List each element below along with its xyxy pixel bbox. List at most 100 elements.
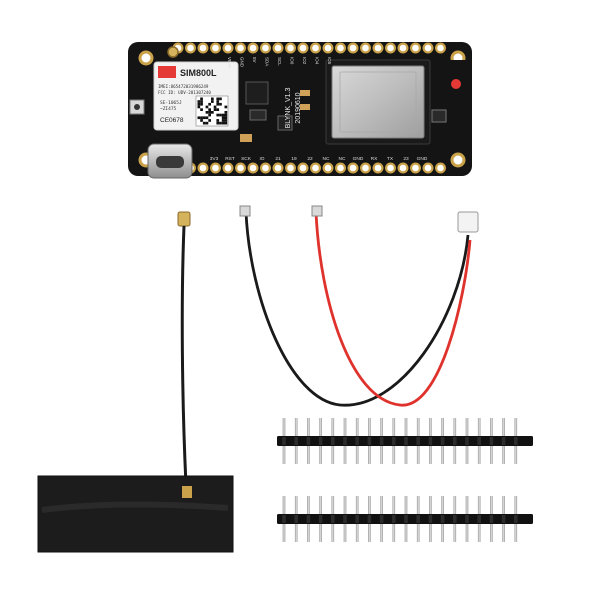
bottom-pin-pad xyxy=(247,162,259,174)
ce-mark: CE0678 xyxy=(160,117,184,124)
header-pin xyxy=(307,444,310,464)
header-pin xyxy=(392,522,396,542)
header-pin xyxy=(477,444,481,464)
antenna xyxy=(37,211,234,553)
top-pin-label: GND xyxy=(240,57,245,68)
bottom-pin-pad xyxy=(335,162,347,174)
sim-fcc: FCC ID: UDV-201307240 xyxy=(158,90,211,95)
top-pin-label: IO2 xyxy=(302,57,307,65)
smd-component xyxy=(300,104,310,110)
header-pin xyxy=(514,418,518,436)
bottom-pin-pad xyxy=(272,162,284,174)
qr-cell xyxy=(221,116,225,120)
header-pin xyxy=(380,522,383,542)
bottom-pin-pad xyxy=(435,162,447,174)
top-pin-pad xyxy=(235,42,247,54)
rf-shield xyxy=(331,65,425,139)
header-pin xyxy=(453,522,457,542)
black-wire xyxy=(244,211,470,407)
header-divider xyxy=(404,515,408,523)
bottom-pin-label: 3V3 xyxy=(210,156,219,162)
qr-cell xyxy=(208,113,211,117)
header-divider xyxy=(514,515,518,523)
bottom-pin-label: IO xyxy=(259,156,264,162)
header-pin xyxy=(319,418,322,436)
header-pin xyxy=(355,418,359,436)
qr-cell xyxy=(208,102,211,106)
mounting-hole xyxy=(450,152,466,168)
header-divider xyxy=(282,515,286,523)
antenna-cable xyxy=(180,225,188,486)
header-pin xyxy=(331,496,335,514)
bottom-pin-pad xyxy=(385,162,397,174)
qr-cell xyxy=(219,97,222,101)
header-pin xyxy=(429,522,432,542)
qr-cell xyxy=(208,119,211,122)
antenna-solder-point xyxy=(182,486,192,498)
qr-cell xyxy=(200,116,203,120)
sim-logo-icon xyxy=(158,66,176,78)
smd-component xyxy=(249,109,267,121)
header-divider xyxy=(477,515,481,523)
bottom-pin-pad xyxy=(310,162,322,174)
top-pin-pad xyxy=(385,42,397,54)
qr-cell xyxy=(224,105,228,109)
header-divider xyxy=(379,437,384,445)
bottom-pin-label: NC xyxy=(323,156,330,162)
header-pin xyxy=(429,444,432,464)
bottom-pin-pad xyxy=(372,162,384,174)
usb-c-opening xyxy=(156,156,184,168)
header-pin xyxy=(319,496,322,514)
bottom-pin-pad xyxy=(360,162,372,174)
header-divider xyxy=(331,437,335,445)
header-pin xyxy=(477,496,481,514)
wire-end-black xyxy=(239,205,251,217)
board-model: BLYNK_V1.3 xyxy=(285,88,292,129)
header-divider xyxy=(379,515,384,523)
header-divider xyxy=(392,515,396,523)
bottom-pin-label: SCK xyxy=(241,156,252,162)
qr-cell xyxy=(205,121,209,125)
header-pin xyxy=(307,496,310,514)
header-pin xyxy=(319,522,322,542)
header-pin xyxy=(514,522,518,542)
bottom-pin-pad xyxy=(422,162,434,174)
bottom-pin-label: GND xyxy=(353,156,364,162)
header-pin xyxy=(502,444,505,464)
bottom-pin-pad xyxy=(297,162,309,174)
ttgo-board: SIM800L IMEI:865472031986249 FCC ID: UDV… xyxy=(128,42,472,179)
sim-brand: SIM800L xyxy=(180,68,217,78)
bottom-pin-label: RX xyxy=(371,156,378,162)
header-pin xyxy=(282,522,286,542)
header-pin xyxy=(355,444,359,464)
header-pin xyxy=(404,522,408,542)
qr-cell xyxy=(211,100,214,103)
top-pin-pad xyxy=(322,42,334,54)
header-pin xyxy=(368,496,371,514)
header-divider xyxy=(282,437,286,445)
ipex-connector xyxy=(167,46,179,58)
qr-cell xyxy=(221,121,225,125)
qr-cell xyxy=(205,105,209,109)
qr-cell xyxy=(200,100,203,103)
header-divider xyxy=(416,437,420,445)
top-pin-pad xyxy=(397,42,409,54)
header-divider xyxy=(404,437,408,445)
qr-cell xyxy=(216,100,220,103)
qr-cell xyxy=(202,121,206,125)
jst-connector xyxy=(457,211,479,233)
status-led xyxy=(451,79,461,89)
header-pin xyxy=(477,418,481,436)
header-pin xyxy=(502,496,505,514)
header-pin xyxy=(465,444,469,464)
header-divider xyxy=(514,437,518,445)
bottom-pin-pad xyxy=(210,162,222,174)
top-pin-label: VBAT xyxy=(227,57,232,69)
bottom-pin-pad xyxy=(322,162,334,174)
top-pin-pad xyxy=(347,42,359,54)
bottom-pin-label: 22 xyxy=(307,156,313,162)
header-pin xyxy=(416,444,420,464)
top-pin-pad xyxy=(210,42,222,54)
qr-cell xyxy=(208,108,211,111)
